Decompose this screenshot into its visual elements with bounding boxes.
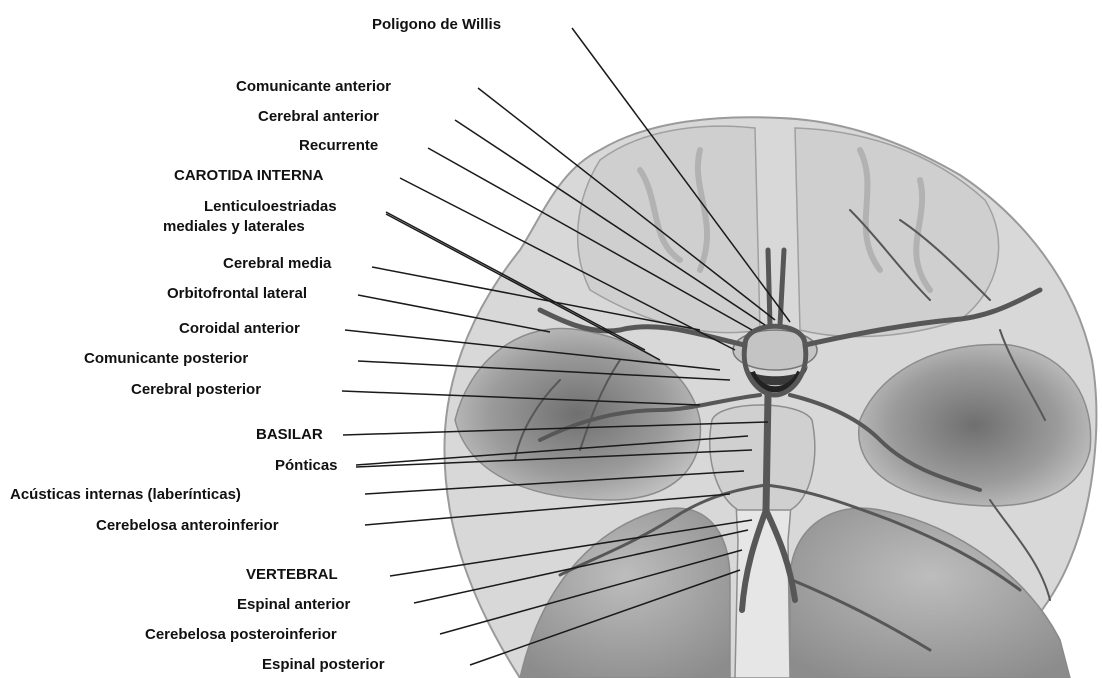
basilar-artery [766,395,768,510]
label-carotida-interna: CAROTIDA INTERNA [174,167,323,185]
label-acusticas: Acústicas internas (laberínticas) [10,486,241,504]
label-cerebral-posterior: Cerebral posterior [131,381,261,399]
label-comunicante-anterior: Comunicante anterior [236,78,391,96]
label-lenticuloestriadas-line2: mediales y laterales [163,218,305,236]
frontal-lobe-right [795,128,999,337]
label-cerebral-media: Cerebral media [223,255,331,273]
label-basilar: BASILAR [256,426,323,444]
label-cerebral-anterior: Cerebral anterior [258,108,379,126]
label-cerebelosa-anteroinferior: Cerebelosa anteroinferior [96,517,279,535]
label-recurrente: Recurrente [299,137,378,155]
label-lenticuloestriadas-line1: Lenticuloestriadas [204,198,337,216]
label-espinal-posterior: Espinal posterior [262,656,385,674]
label-espinal-anterior: Espinal anterior [237,596,350,614]
label-orbitofrontal-lateral: Orbitofrontal lateral [167,285,307,303]
label-ponticas: Pónticas [275,457,338,475]
label-vertebral: VERTEBRAL [246,566,338,584]
label-coroidal-anterior: Coroidal anterior [179,320,300,338]
label-cerebelosa-posteroinferior: Cerebelosa posteroinferior [145,626,337,644]
label-poligono-willis: Poligono de Willis [372,16,501,34]
label-comunicante-posterior: Comunicante posterior [84,350,248,368]
